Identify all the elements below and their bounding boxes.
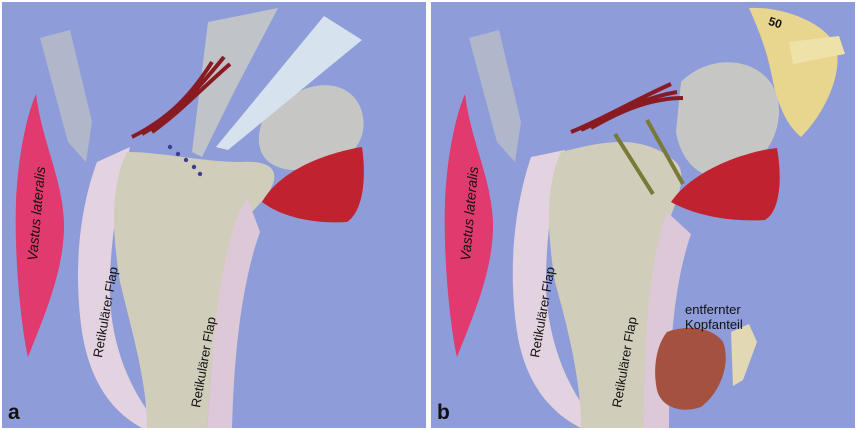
removed-head-fragment [655, 328, 726, 410]
panel-b-illustration [431, 2, 855, 428]
panel-a-illustration [2, 2, 426, 428]
label-entfernter-kopfanteil: entfernter Kopfanteil [685, 302, 743, 332]
removed-head-cap [731, 324, 757, 386]
panel-b: Vastus lateralis Retikulärer Flap Retiku… [431, 2, 855, 428]
bone-fragment-top-left [40, 30, 92, 162]
bone-fragment-top-left [469, 30, 521, 162]
panel-letter-a: a [8, 401, 20, 425]
retinacular-vessels [571, 84, 683, 132]
panel-a: Vastus lateralis Retikulärer Flap Retiku… [2, 2, 426, 428]
panel-letter-b: b [437, 401, 450, 425]
